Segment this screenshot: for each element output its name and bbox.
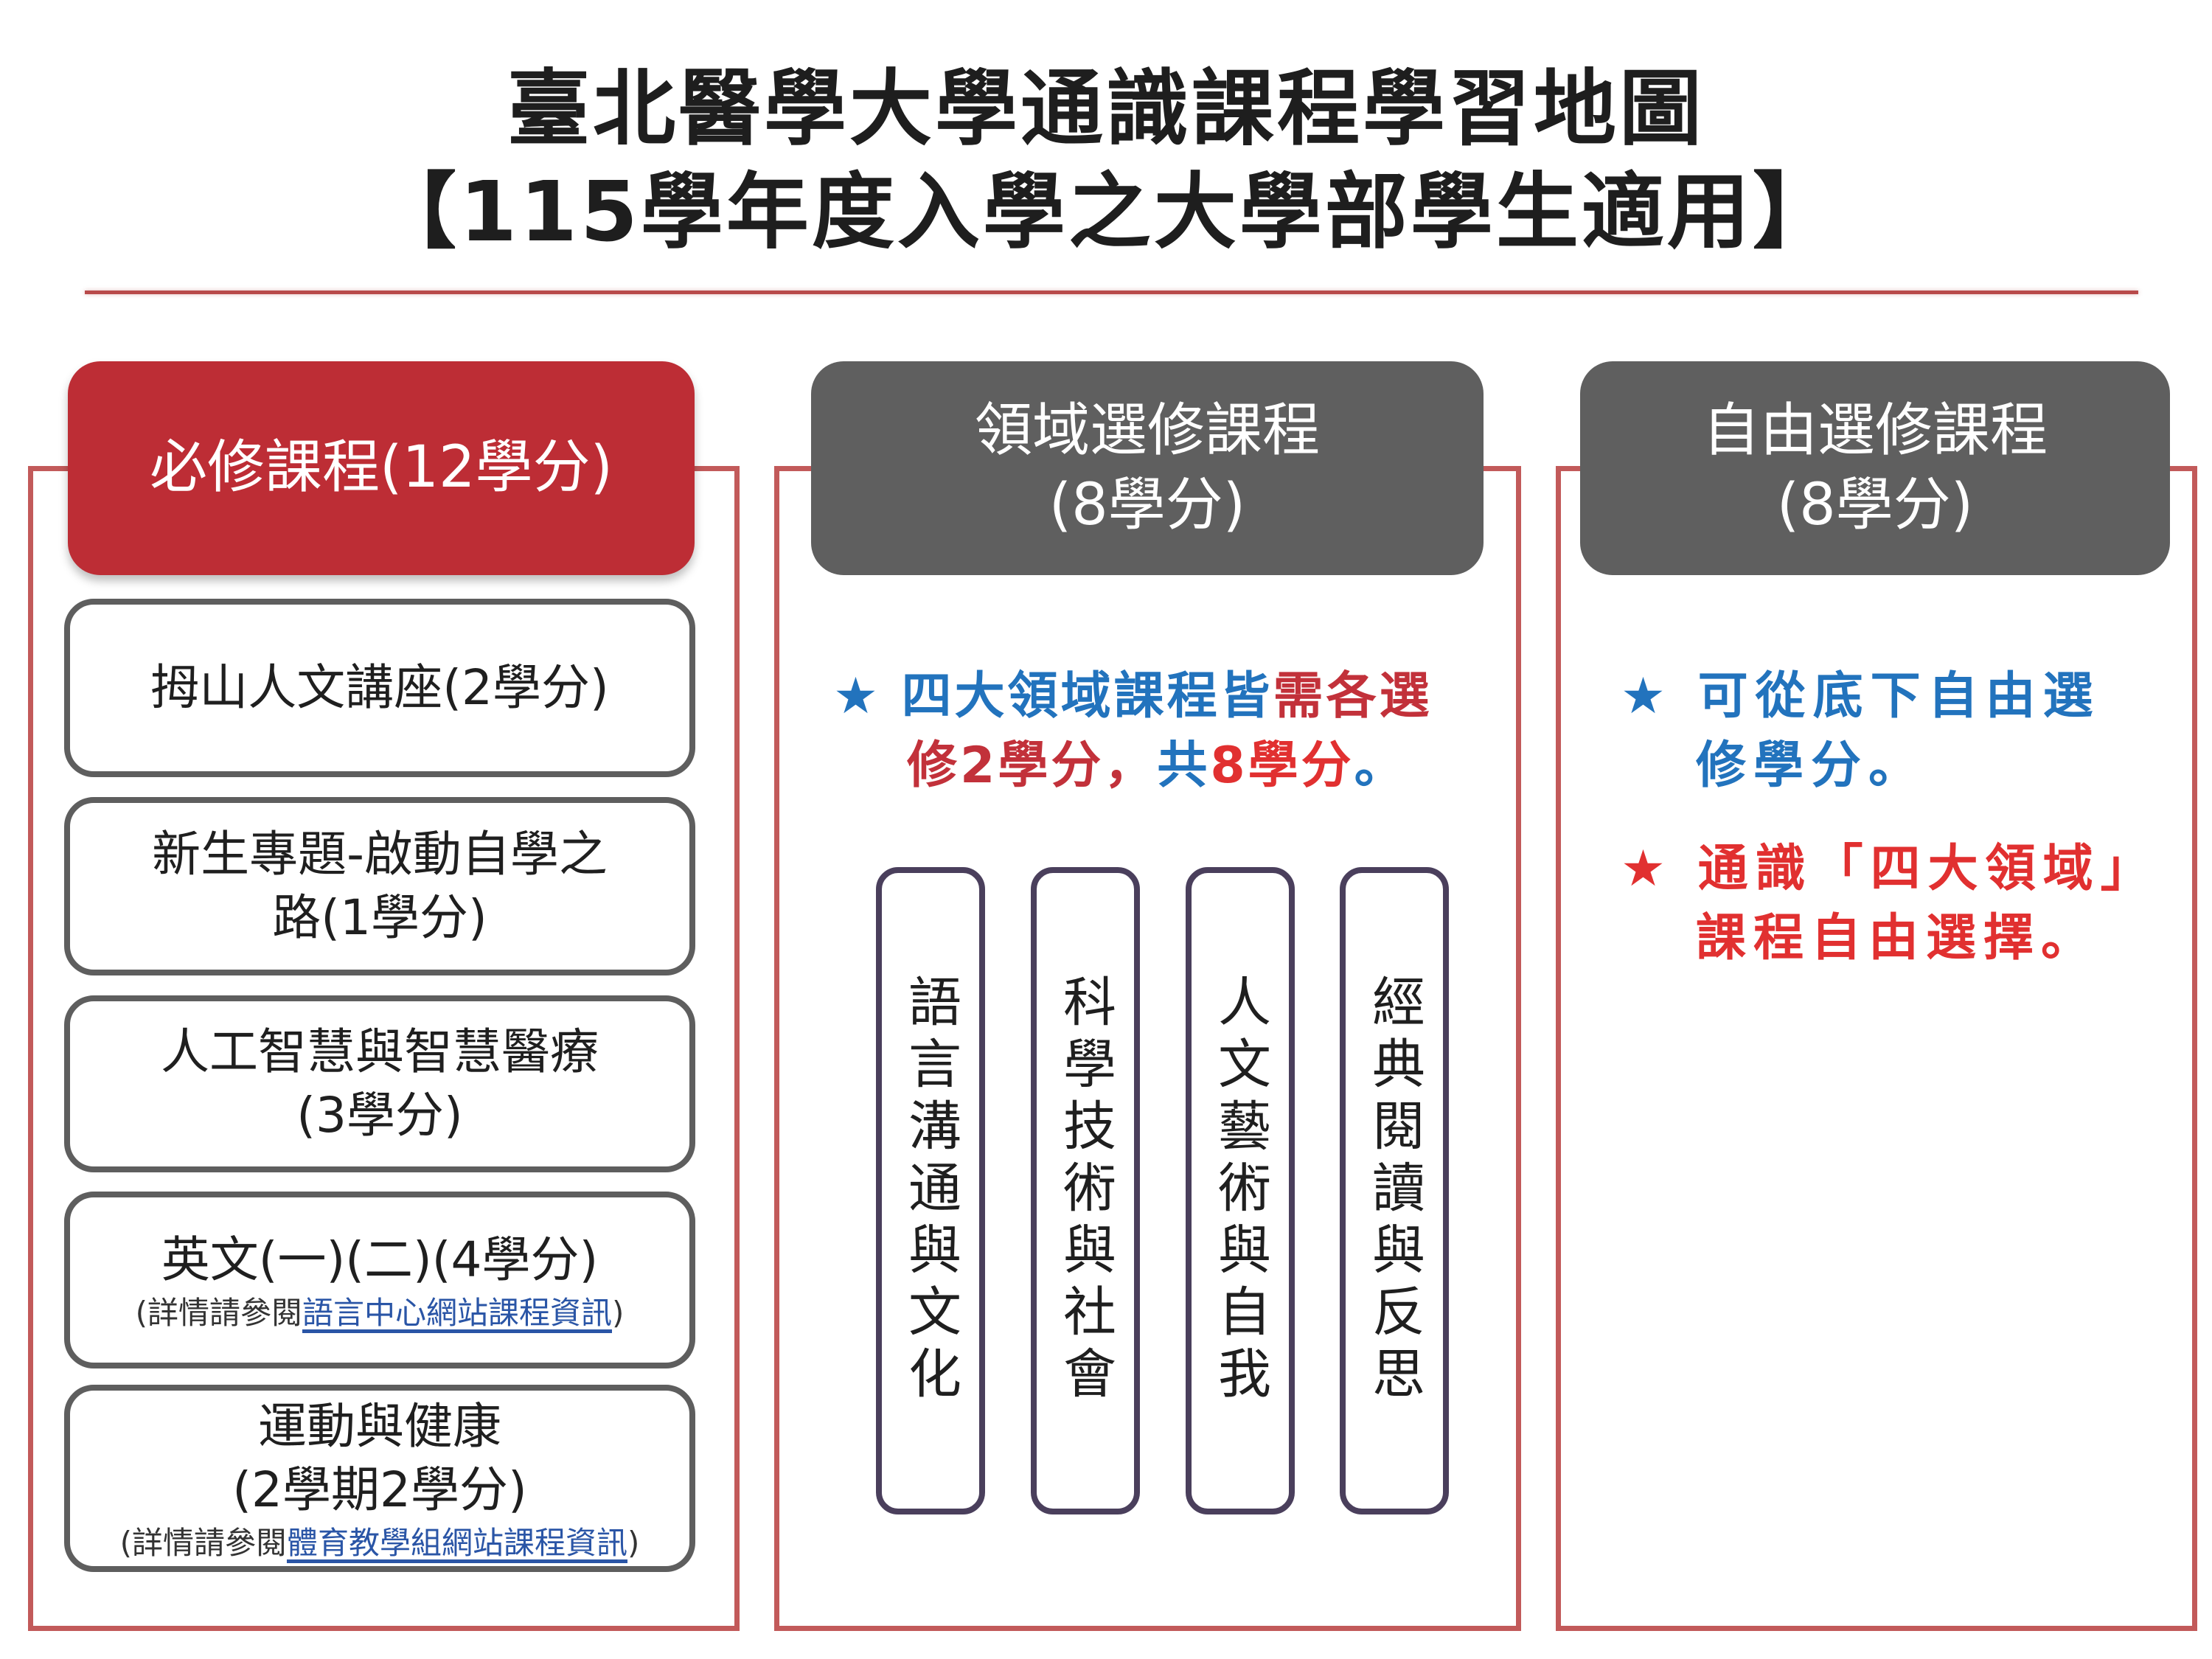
domain-label: 經典閱讀與反思 xyxy=(1363,974,1425,1408)
course-box-english: 英文(一)(二)(4學分) (詳情請參閱語言中心網站課程資訊) xyxy=(64,1192,695,1368)
note-line2: 修學分。 xyxy=(1696,736,1927,795)
page-subtitle: 【115學年度入學之大學部學生適用】 xyxy=(374,164,1838,260)
note-line2: 課程自由選擇。 xyxy=(1696,908,2099,967)
domain-pill-humanities: 人文藝術與自我 xyxy=(1186,867,1295,1514)
course-box-ai-medicine: 人工智慧與智慧醫療 (3學分) xyxy=(64,995,695,1172)
note-part: 。 xyxy=(1354,736,1408,795)
note-part: 共 xyxy=(1157,736,1211,795)
note-prefix: (詳情請參閱 xyxy=(135,1294,302,1331)
course-title-line2: (2學期2學分) xyxy=(232,1461,527,1518)
note-suffix: ) xyxy=(627,1524,640,1561)
required-courses-header: 必修課程(12學分) xyxy=(68,361,695,575)
header-line1: 自由選修課程 xyxy=(1702,397,2048,464)
course-note: (詳情請參閱語言中心網站課程資訊) xyxy=(136,1295,625,1332)
course-title: 英文(一)(二)(4學分) xyxy=(161,1231,599,1288)
domain-pill-language: 語言溝通與文化 xyxy=(876,867,985,1514)
free-elective-note-1: ★ 可從底下自由選 修學分。 xyxy=(1621,662,2181,801)
domain-pill-classics: 經典閱讀與反思 xyxy=(1340,867,1449,1514)
domain-label: 科學技術與社會 xyxy=(1054,974,1116,1408)
domain-elective-note: ★ 四大領域課程皆需各選 修2學分，共8學分。 xyxy=(833,662,1482,801)
required-header-label: 必修課程(12學分) xyxy=(149,434,613,501)
domain-pill-science: 科學技術與社會 xyxy=(1031,867,1140,1514)
star-icon: ★ xyxy=(833,667,881,726)
note-line1: 通識「四大領域」 xyxy=(1697,840,2158,898)
note-suffix: ) xyxy=(612,1294,625,1331)
domain-label: 人文藝術與自我 xyxy=(1208,974,1271,1408)
free-elective-header: 自由選修課程 (8學分) xyxy=(1580,361,2170,575)
domain-label: 語言溝通與文化 xyxy=(899,974,961,1408)
language-center-link[interactable]: 語言中心網站課程資訊 xyxy=(302,1294,612,1331)
domain-elective-header: 領域選修課程 (8學分) xyxy=(811,361,1484,575)
course-box-humanities-lecture: 拇山人文講座(2學分) xyxy=(64,599,695,777)
course-title-line2: (3學分) xyxy=(296,1087,463,1144)
note-part: 8學分 xyxy=(1210,736,1354,795)
note-prefix: (詳情請參閱 xyxy=(119,1524,287,1561)
page-title: 臺北醫學大學通識課程學習地圖 xyxy=(507,61,1705,157)
pe-section-link[interactable]: 體育教學組網站課程資訊 xyxy=(286,1524,627,1561)
course-title-line2: 路(1學分) xyxy=(272,889,487,946)
course-title: 拇山人文講座(2學分) xyxy=(150,659,609,717)
course-title-line1: 人工智慧與智慧醫療 xyxy=(161,1023,599,1081)
note-part: 需各選 xyxy=(1273,667,1433,726)
note-part: 四大領域課程皆 xyxy=(901,667,1273,726)
star-icon: ★ xyxy=(1621,840,1673,898)
star-icon: ★ xyxy=(1621,667,1673,726)
header-line2: (8學分) xyxy=(1048,472,1246,538)
course-box-sports-health: 運動與健康 (2學期2學分) (詳情請參閱體育教學組網站課程資訊) xyxy=(64,1385,695,1572)
course-note: (詳情請參閱體育教學組網站課程資訊) xyxy=(120,1525,640,1562)
header-line2: (8學分) xyxy=(1776,472,1974,538)
free-elective-column-frame xyxy=(1556,466,2197,1631)
free-elective-note-2: ★ 通識「四大領域」 課程自由選擇。 xyxy=(1621,835,2196,973)
title-divider xyxy=(85,291,2138,294)
note-line1: 可從底下自由選 xyxy=(1697,667,2101,726)
course-box-freshman-seminar: 新生專題-啟動自學之 路(1學分) xyxy=(64,797,695,975)
note-part: 修2學分， xyxy=(907,736,1158,795)
header-line1: 領域選修課程 xyxy=(974,397,1320,464)
course-title-line1: 運動與健康 xyxy=(258,1398,501,1455)
course-title-line1: 新生專題-啟動自學之 xyxy=(152,826,608,883)
